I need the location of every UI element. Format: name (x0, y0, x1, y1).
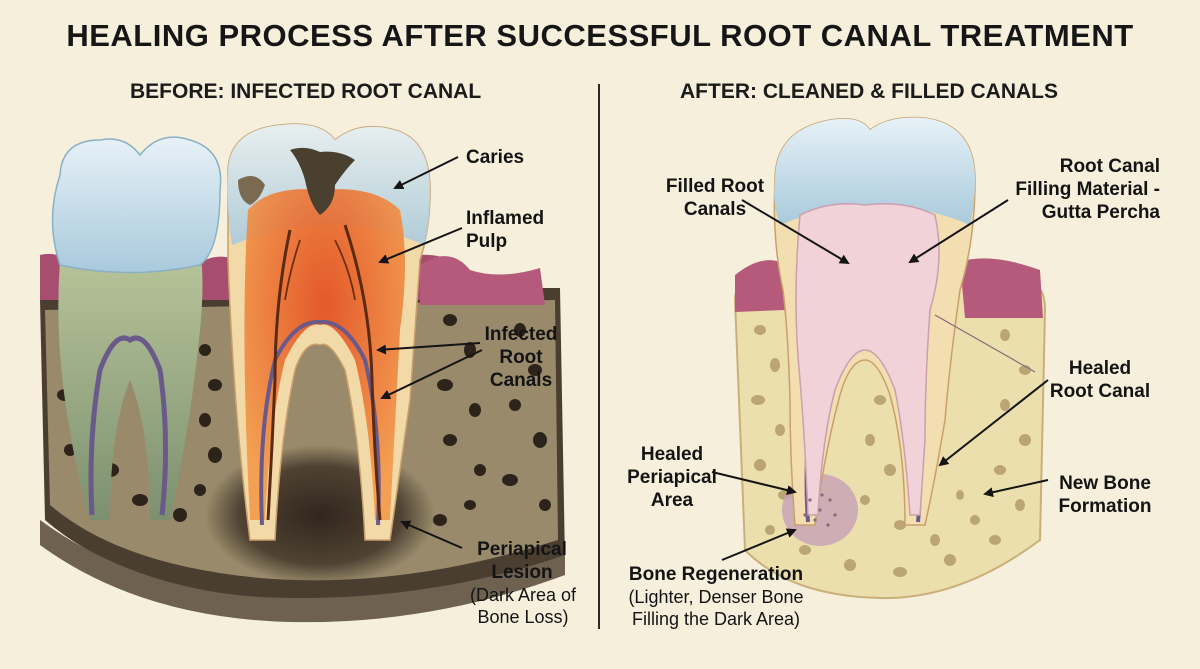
label-bone-regeneration-1: Bone Regeneration (628, 564, 804, 585)
label-periapical-lesion-1: Periapical (477, 539, 567, 560)
label-gutta-percha-2: Filling Material - (1015, 179, 1160, 200)
left-healthy-tooth (51, 136, 222, 520)
infected-tooth (227, 123, 431, 541)
label-inflamed-pulp-1: Inflamed (466, 208, 545, 229)
label-periapical-lesion-3: (Dark Area of (469, 585, 577, 605)
after-heading: AFTER: CLEANED & FILLED CANALS (680, 80, 1058, 103)
label-periapical-lesion-2: Lesion (491, 562, 553, 583)
panel-divider (598, 84, 600, 629)
page-title: HEALING PROCESS AFTER SUCCESSFUL ROOT CA… (66, 18, 1134, 53)
label-inflamed-pulp-2: Pulp (466, 231, 508, 252)
label-healed-periapical-2: Periapical (627, 467, 717, 488)
label-healed-periapical-3: Area (650, 490, 694, 511)
label-bone-regeneration-2: (Lighter, Denser Bone (628, 587, 804, 607)
label-gutta-percha-1: Root Canal (1059, 156, 1160, 177)
after-illustration (733, 116, 1047, 600)
label-caries: Caries (466, 147, 525, 168)
label-healed-periapical-1: Healed (640, 444, 704, 465)
label-infected-canals-2: Root (499, 347, 543, 368)
label-periapical-lesion-4: Bone Loss) (477, 607, 569, 627)
label-infected-canals-1: Infected (484, 324, 558, 345)
label-filled-canals-2: Canals (683, 199, 747, 220)
label-filled-canals-1: Filled Root (665, 176, 765, 197)
label-healed-root-canal-2: Root Canal (1049, 381, 1151, 402)
label-healed-root-canal-1: Healed (1068, 358, 1132, 379)
before-heading: BEFORE: INFECTED ROOT CANAL (130, 80, 482, 103)
label-bone-regeneration-3: Filling the Dark Area) (631, 609, 801, 629)
label-new-bone-1: New Bone (1059, 473, 1151, 494)
label-infected-canals-3: Canals (489, 370, 553, 391)
label-gutta-percha-3: Gutta Percha (1041, 202, 1160, 223)
annotation-arrows (376, 156, 1049, 561)
label-new-bone-2: Formation (1058, 496, 1152, 517)
